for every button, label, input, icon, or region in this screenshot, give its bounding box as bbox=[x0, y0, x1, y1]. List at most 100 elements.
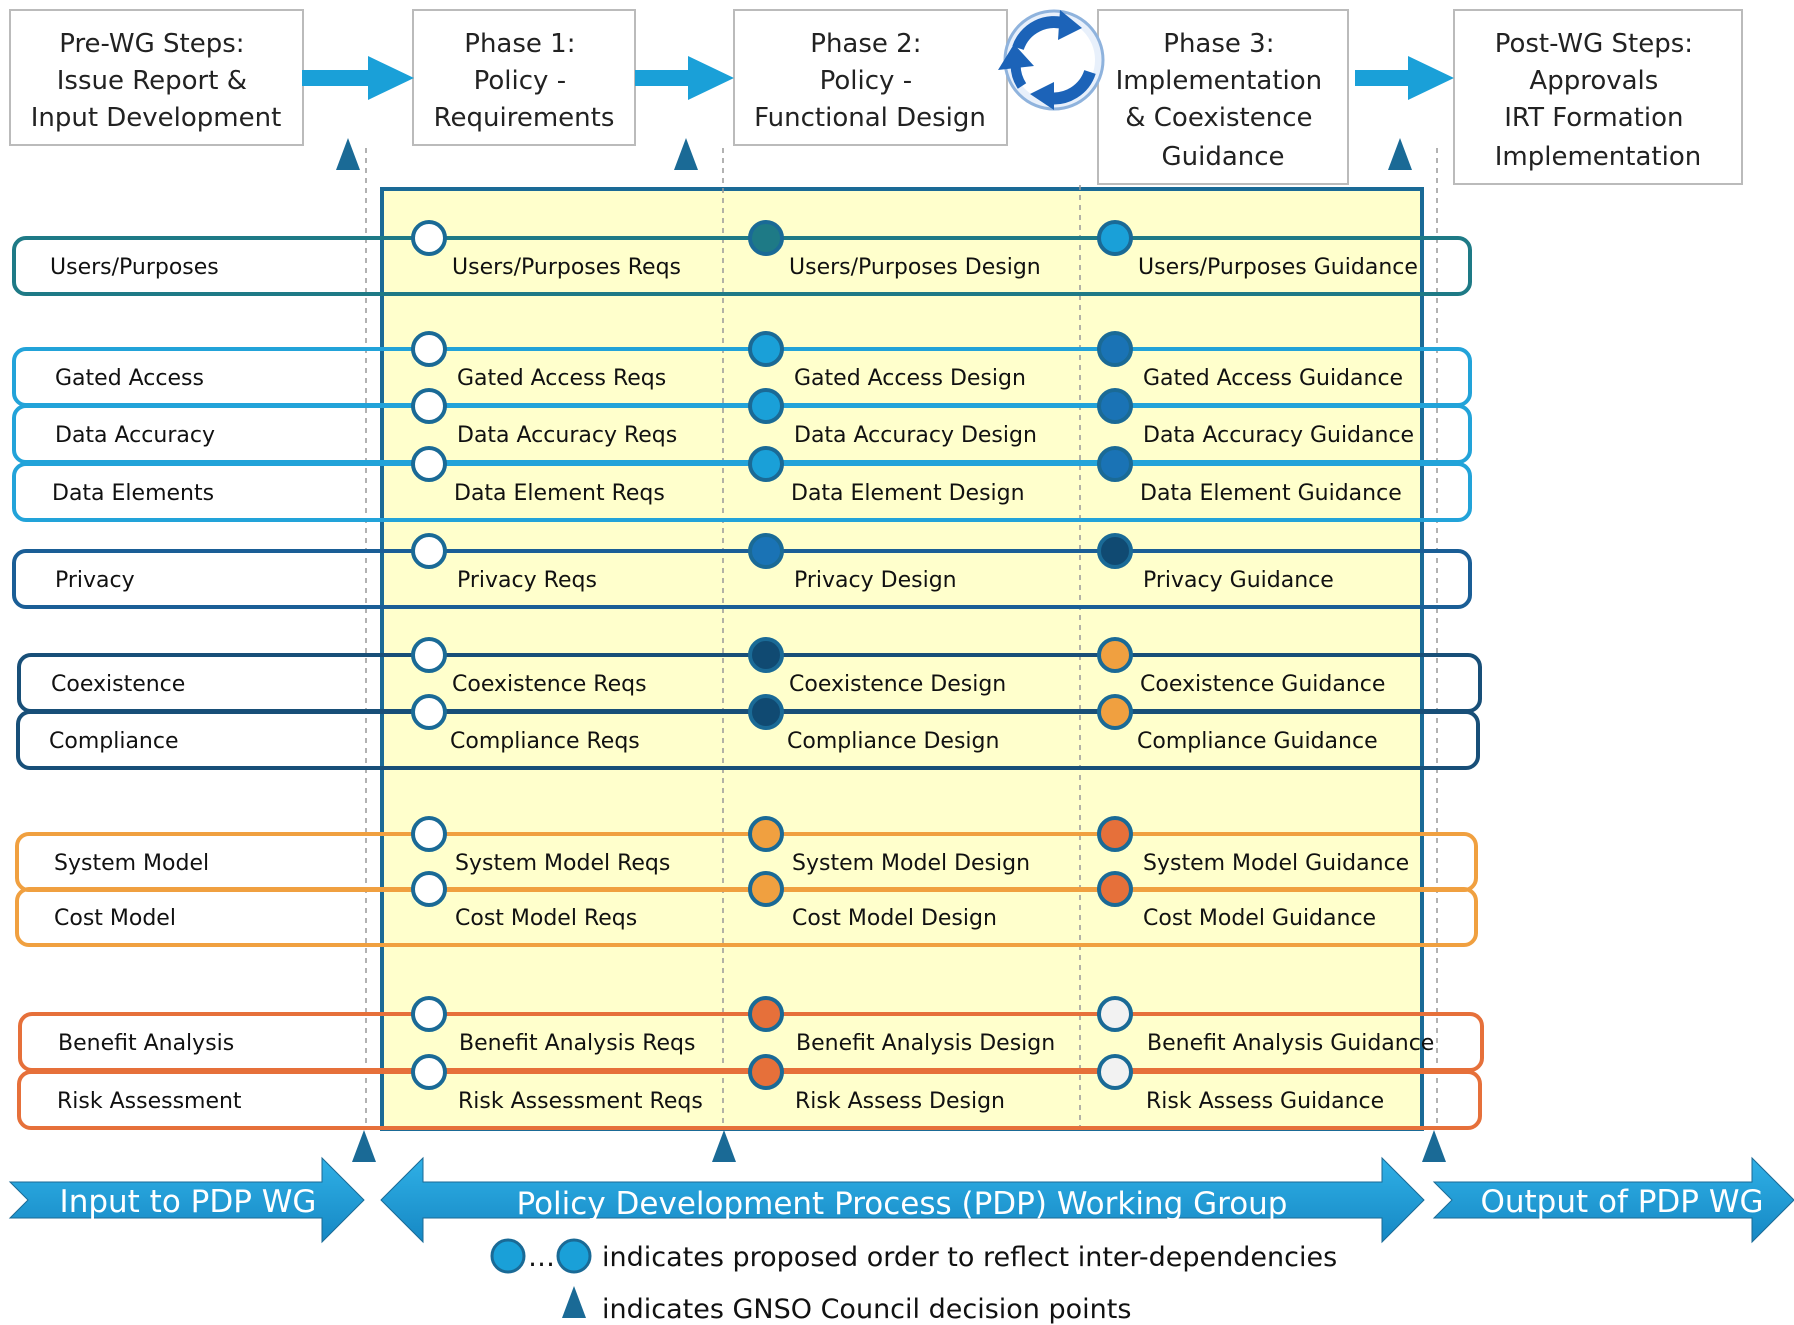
phase-2-line-3: Functional Design bbox=[754, 103, 986, 133]
row-reqs-label: Benefit Analysis Reqs bbox=[459, 1031, 695, 1056]
decision-point-icon bbox=[352, 1130, 376, 1162]
row-reqs-label: Privacy Reqs bbox=[457, 568, 597, 593]
pdp-band-arrow bbox=[380, 1156, 1425, 1244]
svg-text:Phase 3: Implementation: Phase 3: Implementation & Coexistence Gu… bbox=[1116, 29, 1331, 172]
row-design-label: Data Element Design bbox=[791, 481, 1025, 506]
phase-pre-wg-line-2: Issue Report & bbox=[57, 66, 247, 96]
topic-label: System Model bbox=[54, 851, 209, 876]
phase-header: Pre-WG Steps: Issue Report & Input Devel… bbox=[9, 9, 1743, 185]
milestone-dot-icon bbox=[1097, 1054, 1133, 1090]
row-design-label: Benefit Analysis Design bbox=[796, 1031, 1055, 1056]
phase-post-wg-line-1: Post-WG Steps: bbox=[1495, 29, 1693, 59]
phase-box-1 bbox=[412, 9, 636, 146]
svg-text:Pre-WG Steps: Issue Repo: Pre-WG Steps: Issue Report & Input Devel… bbox=[31, 29, 282, 133]
row-guidance-label: Cost Model Guidance bbox=[1143, 906, 1376, 931]
phase-pre-wg-line-3: Input Development bbox=[31, 103, 282, 133]
milestone-dot-icon bbox=[748, 220, 784, 256]
phase-1-line-1: Phase 1: bbox=[464, 29, 575, 59]
row-design-label: Users/Purposes Design bbox=[789, 255, 1041, 280]
phase-1-line-3: Requirements bbox=[434, 103, 615, 133]
phase-post-wg-line-4: Implementation bbox=[1495, 142, 1701, 172]
input-band-label: Input to PDP WG bbox=[60, 1184, 317, 1220]
phase-2-line-1: Phase 2: bbox=[810, 29, 921, 59]
milestone-dot-icon bbox=[411, 1054, 447, 1090]
legend-order-text: indicates proposed order to reflect inte… bbox=[602, 1242, 1337, 1273]
milestone-dot-icon bbox=[411, 446, 447, 482]
svg-text:Phase 1: Policy -: Phase 1: Policy - Requirements bbox=[434, 29, 615, 133]
milestone-dot-icon bbox=[1097, 637, 1133, 673]
row-reqs-label: Coexistence Reqs bbox=[452, 672, 647, 697]
bottom-bands: Input to PDP WG Policy Development Proce… bbox=[8, 1156, 1794, 1244]
row-reqs-label: Gated Access Reqs bbox=[457, 366, 666, 391]
phase-2-line-2: Policy - bbox=[820, 66, 912, 96]
milestone-dot-icon bbox=[411, 816, 447, 852]
topic-label: Data Elements bbox=[52, 481, 214, 506]
phase-1-line-2: Policy - bbox=[474, 66, 566, 96]
topic-label: Privacy bbox=[55, 568, 135, 593]
row-guidance-label: Data Accuracy Guidance bbox=[1143, 423, 1414, 448]
milestone-dot-icon bbox=[411, 220, 447, 256]
legend-decision-icon bbox=[562, 1286, 586, 1318]
milestone-dot-icon bbox=[748, 816, 784, 852]
topic-label: Coexistence bbox=[51, 672, 185, 697]
legend-decision-text: indicates GNSO Council decision points bbox=[602, 1294, 1131, 1325]
topic-label: Cost Model bbox=[54, 906, 176, 931]
milestone-dot-icon bbox=[411, 694, 447, 730]
arrow-right-icon bbox=[635, 56, 734, 100]
phase-post-wg-line-3: IRT Formation bbox=[1504, 103, 1683, 133]
milestone-dot-icon bbox=[1097, 446, 1133, 482]
milestone-dot-icon bbox=[411, 871, 447, 907]
milestone-dot-icon bbox=[1097, 533, 1133, 569]
legend: … indicates proposed order to reflect in… bbox=[490, 1238, 1337, 1325]
row-guidance-label: Privacy Guidance bbox=[1143, 568, 1334, 593]
topic-row-outline bbox=[15, 887, 1478, 947]
row-design-label: System Model Design bbox=[792, 851, 1030, 876]
topic-label: Users/Purposes bbox=[50, 255, 219, 280]
row-guidance-label: Compliance Guidance bbox=[1137, 729, 1378, 754]
phase-box-pre-wg bbox=[9, 9, 304, 146]
pdp-band-label: Policy Development Process (PDP) Working… bbox=[517, 1186, 1288, 1222]
topic-label: Gated Access bbox=[55, 366, 204, 391]
row-design-label: Risk Assess Design bbox=[795, 1089, 1005, 1114]
milestone-dot-icon bbox=[748, 1054, 784, 1090]
iteration-cycle-icon bbox=[998, 9, 1105, 111]
row-reqs-label: Compliance Reqs bbox=[450, 729, 640, 754]
milestone-dot-icon bbox=[748, 446, 784, 482]
milestone-dot-icon bbox=[1097, 996, 1133, 1032]
row-guidance-label: Benefit Analysis Guidance bbox=[1147, 1031, 1434, 1056]
topic-label: Data Accuracy bbox=[55, 423, 215, 448]
decision-points bbox=[336, 138, 1446, 1162]
row-guidance-label: Users/Purposes Guidance bbox=[1138, 255, 1418, 280]
topic-row-outline bbox=[12, 236, 1472, 296]
milestone-dot-icon bbox=[748, 331, 784, 367]
phase-3-line-1: Phase 3: bbox=[1163, 29, 1274, 59]
legend-ellipsis: … bbox=[528, 1242, 555, 1273]
legend-dot-icon bbox=[490, 1238, 526, 1274]
row-guidance-label: Risk Assess Guidance bbox=[1146, 1089, 1384, 1114]
svg-text:Phase 2: Policy -: Phase 2: Policy - Functional Design bbox=[754, 29, 986, 133]
row-guidance-label: System Model Guidance bbox=[1143, 851, 1409, 876]
row-guidance-label: Gated Access Guidance bbox=[1143, 366, 1403, 391]
milestone-dot-icon bbox=[411, 996, 447, 1032]
milestone-dot-icon bbox=[1097, 388, 1133, 424]
legend-dot-icon bbox=[556, 1238, 592, 1274]
row-design-label: Gated Access Design bbox=[794, 366, 1026, 391]
milestone-dot-icon bbox=[411, 331, 447, 367]
phase-box-3 bbox=[1097, 9, 1349, 185]
svg-text:Post-WG Steps: Approvals: Post-WG Steps: Approvals IRT Formation I… bbox=[1495, 29, 1702, 172]
milestone-dot-icon bbox=[411, 533, 447, 569]
milestone-dot-icon bbox=[411, 388, 447, 424]
input-band-arrow bbox=[8, 1156, 365, 1244]
topic-label: Compliance bbox=[49, 729, 179, 754]
row-reqs-label: Data Accuracy Reqs bbox=[457, 423, 677, 448]
phase-3-line-3: & Coexistence bbox=[1125, 103, 1312, 133]
phase-3-line-2: Implementation bbox=[1116, 66, 1322, 96]
milestone-dot-icon bbox=[748, 388, 784, 424]
row-reqs-label: System Model Reqs bbox=[455, 851, 670, 876]
topic-label: Risk Assessment bbox=[57, 1089, 242, 1114]
milestone-dot-icon bbox=[748, 533, 784, 569]
